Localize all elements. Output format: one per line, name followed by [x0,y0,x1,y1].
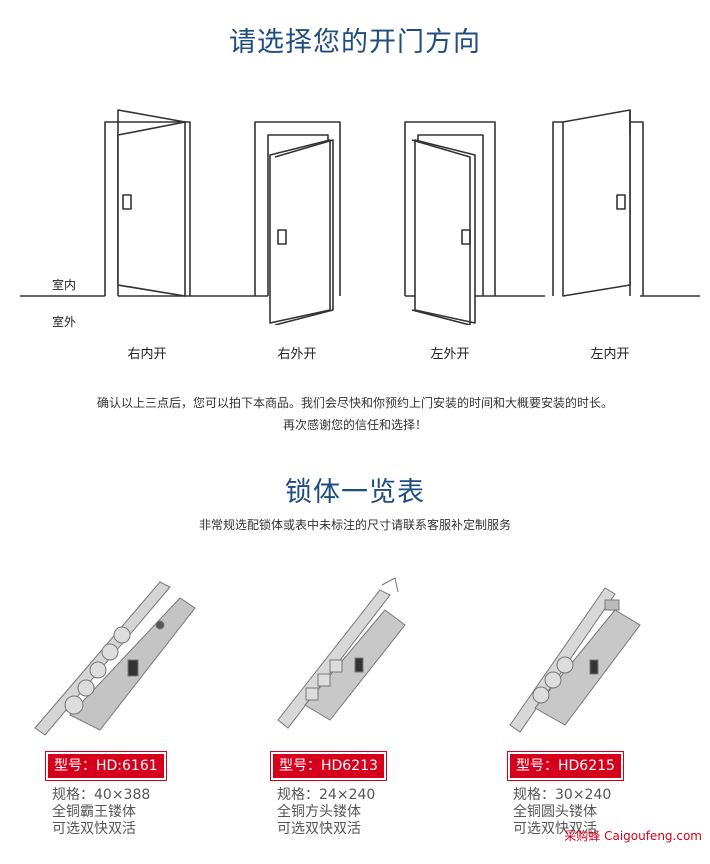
indoor-label: 室内 [52,278,77,292]
lock-spec-2: 规格：24×240 全铜方头镂体 可选双快双活 [277,787,375,838]
locks-title: 锁体一览表 [285,477,425,508]
model-badge-3: 型号：HD6215 [507,751,624,781]
locks-subtitle: 非常规选配锁体或表中未标注的尺寸请联系客服补定制服务 [198,518,511,532]
lock-spec-1: 规格：40×388 全铜霸王镂体 可选双快双活 [52,787,150,838]
lock-body-image-hd6215 [509,587,641,733]
page-title: 请选择您的开门方向 [229,27,481,58]
lock-body-image-hd6213 [277,577,406,729]
door-right-outward [254,121,341,325]
door-label-left-outward: 左外开 [430,347,470,362]
lock-size-3: 规格：30×240 [513,787,612,803]
lock-material-3: 全铜圆头镂体 [513,804,597,820]
door-left-outward [404,121,496,325]
lock-option-1: 可选双快双活 [52,821,136,837]
lock-spec-3: 规格：30×240 全铜圆头镂体 可选双快双活 [513,787,611,838]
door-right-inward [104,109,191,297]
lock-option-2: 可选双快双活 [277,821,361,837]
door-direction-diagram [20,109,700,325]
lock-material-1: 全铜霸王镂体 [52,804,136,820]
notice-line-1: 确认以上三点后，您可以拍下本商品。我们会尽快和你预约上门安装的时间和大概要安装的… [96,396,613,410]
door-label-right-inward: 右内开 [127,347,167,362]
door-left-inward [552,109,644,297]
watermark: 采购蜂 Caigoufeng.com [564,829,702,843]
notice-line-2: 再次感谢您的信任和选择！ [282,418,427,432]
outdoor-label: 室外 [52,315,77,329]
lock-size-1: 规格：40×388 [52,787,151,803]
lock-size-2: 规格：24×240 [277,787,376,803]
lock-material-2: 全铜方头镂体 [277,804,361,820]
door-label-right-outward: 右外开 [277,347,317,362]
model-badge-2: 型号：HD6213 [270,751,387,781]
model-badge-1: 型号：HD:6161 [45,751,167,781]
lock-option-3: 可选双快双活 [513,821,597,837]
door-label-left-inward: 左内开 [590,347,630,362]
lock-body-image-hd6161 [34,581,196,736]
